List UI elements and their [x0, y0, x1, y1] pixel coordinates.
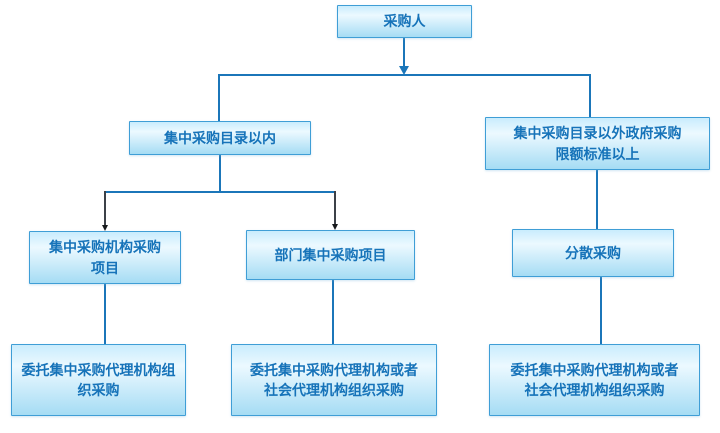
arrow-down-dark-left-icon	[102, 225, 108, 231]
node-entrust-central-or-social-right: 委托集中采购代理机构或者 社会代理机构组织采购	[489, 344, 700, 416]
connector-purchaser-down	[403, 38, 405, 68]
connector-to-outside-catalog	[589, 74, 591, 118]
node-within-catalog: 集中采购目录以内	[129, 121, 311, 155]
node-entrust-central-or-social-left: 委托集中采购代理机构或者 社会代理机构组织采购	[231, 344, 437, 416]
connector-within-catalog-down	[219, 155, 221, 193]
node-decentralized-procurement: 分散采购	[512, 229, 674, 277]
connector-to-central-agency	[104, 191, 106, 226]
node-outside-catalog: 集中采购目录以外政府采购 限额标准以上	[485, 117, 710, 170]
connector-department-down	[332, 280, 334, 344]
connector-to-within-catalog	[218, 74, 220, 121]
arrow-down-dark-right-icon	[332, 224, 338, 230]
connector-mid-split-horizontal	[104, 191, 336, 193]
node-purchaser: 采购人	[337, 5, 472, 38]
connector-decentralized-down	[600, 277, 602, 344]
connector-central-agency-down	[104, 284, 106, 344]
connector-to-department	[334, 191, 336, 225]
node-department-projects: 部门集中采购项目	[246, 230, 415, 280]
node-central-agency-projects: 集中采购机构采购 项目	[29, 231, 181, 284]
connector-top-split-horizontal	[218, 74, 591, 76]
arrow-down-icon	[399, 66, 409, 75]
node-entrust-central-agency: 委托集中采购代理机构组 织采购	[11, 344, 186, 416]
connector-outside-to-decentralized	[596, 170, 598, 229]
